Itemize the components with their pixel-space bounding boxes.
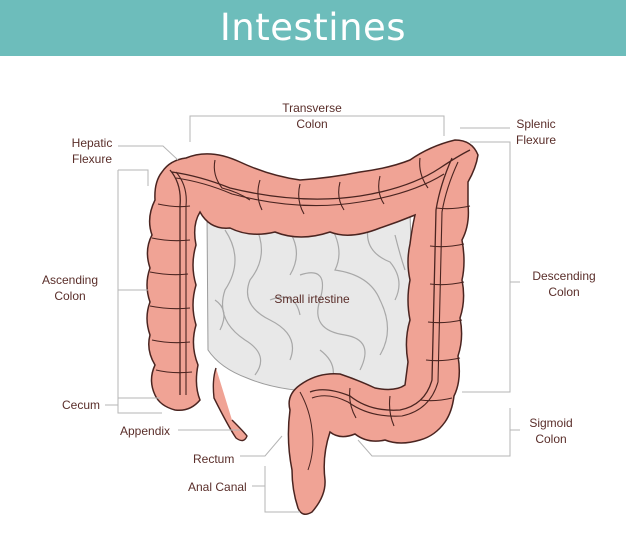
label-descending-colon: Descending Colon (532, 269, 596, 299)
label-transverse-colon: Transverse Colon (282, 101, 342, 131)
label-appendix: Appendix (120, 424, 171, 438)
small-intestine (206, 210, 416, 394)
colon-shape (146, 139, 479, 515)
label-anal-canal: Anal Canal (188, 480, 247, 494)
label-splenic-flexure: Splenic Flexure (515, 117, 556, 147)
title-banner: Intestines (0, 0, 626, 56)
label-small-intestine: Small irtestine (274, 292, 350, 306)
large-intestine (146, 139, 479, 515)
label-hepatic-flexure: Hepatic Flexure (71, 136, 113, 166)
label-ascending-colon: Ascending Colon (41, 273, 99, 303)
haustra-line (213, 159, 251, 201)
leader-lines (105, 115, 520, 513)
page-title: Intestines (219, 6, 407, 49)
label-cecum: Cecum (62, 398, 101, 412)
label-rectum: Rectum (193, 452, 235, 466)
appendix-shape (212, 367, 248, 442)
label-sigmoid-colon: Sigmoid Colon (529, 416, 573, 446)
